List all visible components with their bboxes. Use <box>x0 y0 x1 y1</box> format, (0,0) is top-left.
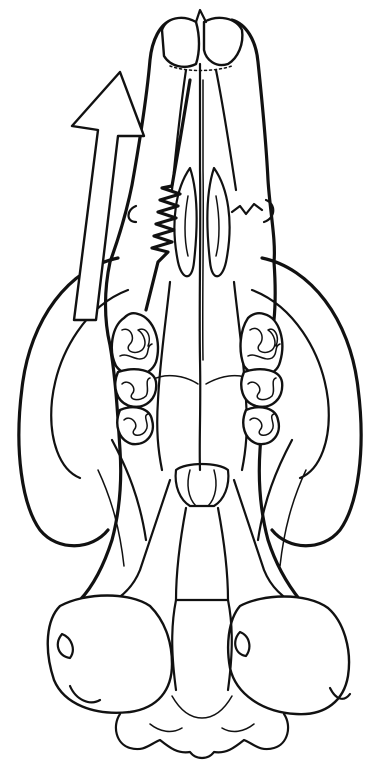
posterior-inner-right <box>208 470 216 506</box>
occipital-condyles <box>150 724 254 731</box>
midline-suture <box>200 64 201 470</box>
premaxilla-right-line <box>216 70 236 190</box>
left-notch <box>129 206 137 222</box>
occipital-outline <box>116 714 288 758</box>
foramen-magnum <box>172 600 232 690</box>
right-lower-strut-2 <box>280 470 306 566</box>
right-suture-jagged <box>232 204 262 214</box>
foramen-inner-left <box>185 196 188 256</box>
occipital-inner <box>172 696 232 718</box>
right-incisor <box>204 18 242 65</box>
basisphenoid <box>176 508 228 600</box>
posterior-palate <box>176 464 229 506</box>
midline-suture-2 <box>203 80 204 360</box>
incisor-tip <box>196 10 206 22</box>
left-incisor <box>162 18 199 67</box>
foramen-inner-right <box>216 196 219 256</box>
left-zygomatic-arch <box>19 258 118 546</box>
right-molar-row <box>241 313 283 444</box>
posterior-inner-left <box>188 470 196 506</box>
left-bulla <box>48 596 172 713</box>
left-molar-row <box>112 313 158 444</box>
